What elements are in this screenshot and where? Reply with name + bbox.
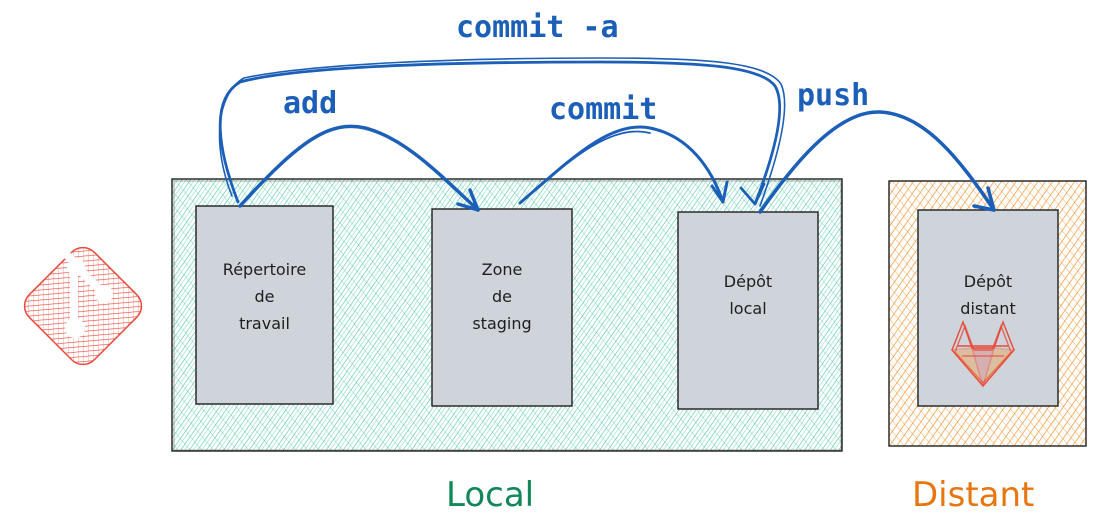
remote-label-line: distant: [960, 299, 1016, 318]
localrepo-label: Dépôt local: [678, 268, 818, 322]
git-logo-icon: [23, 246, 143, 366]
commit-label: commit: [549, 92, 658, 127]
arrow-commit-a: [218, 57, 786, 207]
add-label: add: [283, 86, 338, 121]
arrow-push: [758, 110, 996, 214]
arrow-add: [238, 124, 480, 212]
workdir-label-line: de: [254, 287, 275, 306]
staging-label-line: Zone: [481, 260, 523, 279]
staging-label-line: de: [492, 287, 512, 306]
workdir-label-line: travail: [239, 314, 290, 333]
box-localrepo: [677, 211, 819, 410]
staging-label-line: staging: [472, 314, 532, 333]
remote-label: Dépôt distant: [918, 268, 1058, 322]
localrepo-label-line: Dépôt: [723, 272, 773, 291]
gitlab-logo-icon: [950, 319, 1016, 389]
workdir-label: Répertoire de travail: [196, 256, 333, 337]
git-branch-icon: [59, 247, 113, 338]
distant-zone-label: Distant: [912, 475, 1035, 515]
staging-label: Zone de staging: [432, 256, 572, 337]
commit-a-label: commit -a: [456, 10, 619, 45]
workdir-label-line: Répertoire: [222, 260, 307, 279]
box-workdir: [195, 205, 334, 405]
arrow-commit: [518, 125, 729, 205]
localrepo-label-line: local: [729, 299, 767, 318]
box-remote: [917, 209, 1059, 407]
remote-label-line: Dépôt: [963, 272, 1013, 291]
push-label: push: [797, 78, 870, 113]
box-staging: [431, 208, 573, 407]
local-zone-label: Local: [446, 475, 535, 515]
